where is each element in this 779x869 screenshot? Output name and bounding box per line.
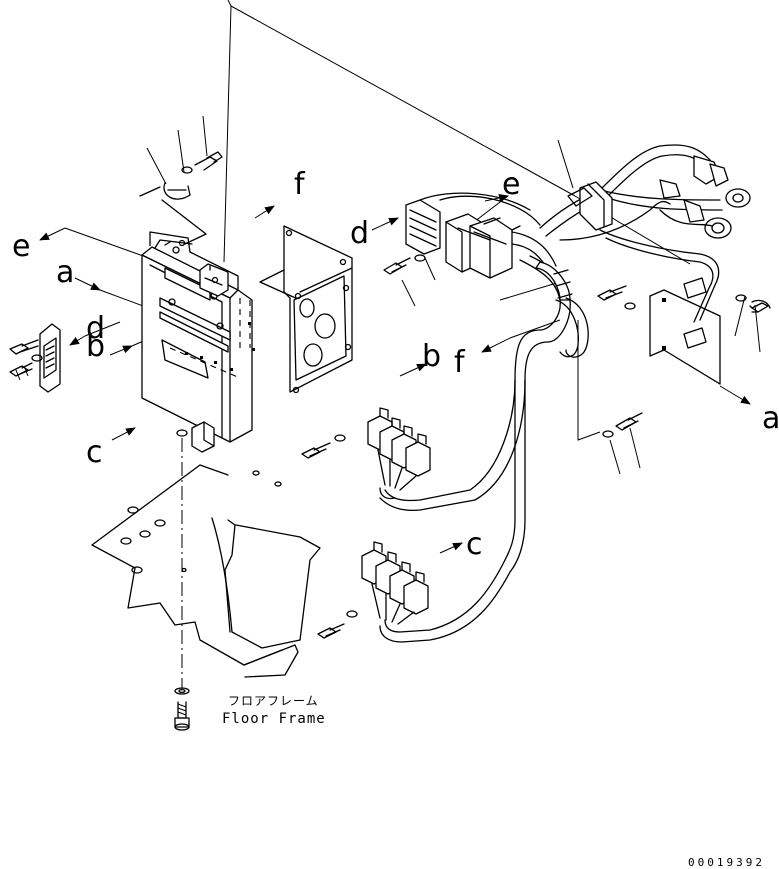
left-connector [9, 323, 61, 393]
callout-a-right: a [762, 401, 779, 436]
callout-f-top: f [294, 167, 306, 202]
lower-right-bolt [577, 320, 643, 441]
floor-frame-label: フロアフレーム Floor Frame [222, 694, 326, 727]
mount-bolt-assembly [174, 438, 190, 731]
bracket-box [141, 231, 255, 453]
switch-knob-bottom [704, 217, 732, 239]
callout-e-left: e [12, 229, 30, 264]
upper-right-harness [539, 144, 751, 323]
callout-d-left: d [86, 311, 105, 346]
floor-frame [91, 464, 321, 678]
floor-frame-label-jp: フロアフレーム [228, 694, 319, 708]
bolt-washer-mid [383, 254, 426, 275]
callout-a-left: a [56, 255, 74, 290]
callout-f-right: f [454, 345, 466, 380]
floor-frame-label-en: Floor Frame [222, 711, 326, 727]
top-clamp-bolt [139, 151, 223, 245]
callout-c-right: c [466, 527, 483, 562]
relay-group-c [317, 541, 429, 639]
callout-e-right: e [502, 167, 520, 202]
callout-c-left: c [86, 435, 103, 470]
callout-d-right: d [350, 216, 369, 251]
side-panel [259, 225, 353, 394]
relay-block-top [405, 192, 557, 279]
washer [174, 687, 190, 695]
callout-b-left: b [86, 329, 105, 364]
drawing-number: 00019392 [688, 856, 765, 869]
main-harness [379, 255, 589, 643]
relay-group-b [301, 407, 431, 500]
callout-letters: e a d b c f d e f b c a [12, 167, 779, 562]
switch-knob-top [725, 188, 751, 208]
callout-b-right: b [422, 339, 441, 374]
leader-lines [146, 0, 761, 475]
right-relay-bracket [597, 277, 771, 385]
